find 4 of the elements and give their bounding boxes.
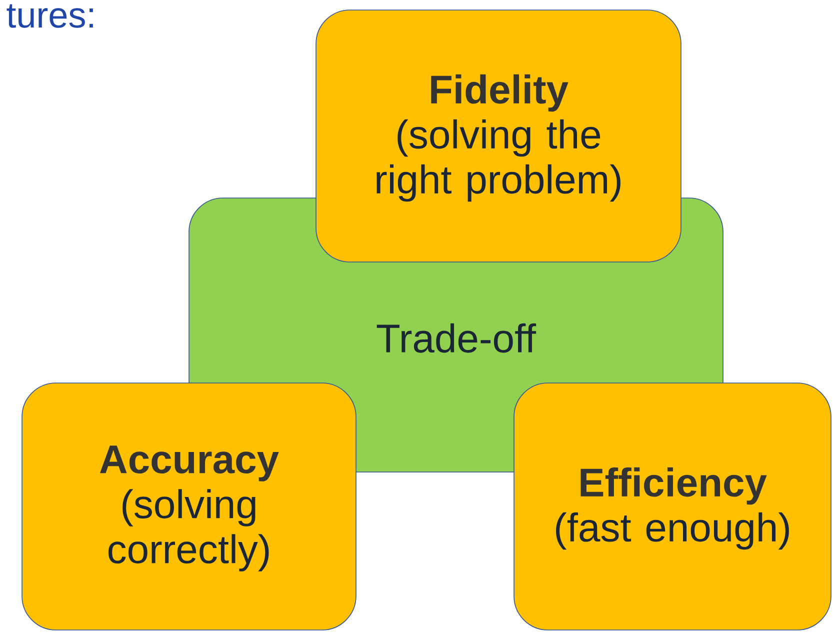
heading-text: tures: bbox=[6, 4, 93, 28]
box: Accuracy (solving correctly) bbox=[22, 382, 356, 630]
box: Fidelity (solving the right problem) bbox=[316, 10, 682, 262]
box: Efficiency (fast enough) bbox=[514, 382, 832, 630]
